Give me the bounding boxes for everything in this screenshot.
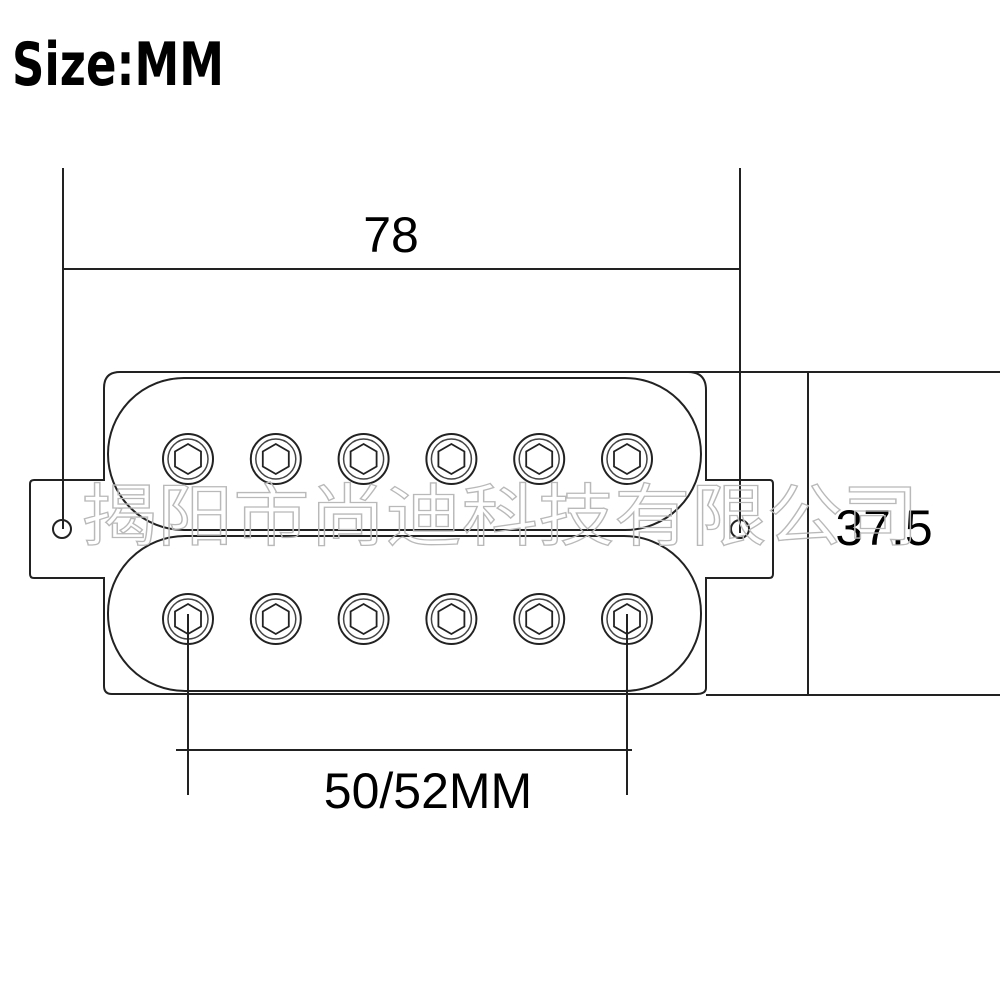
pole-piece-top-1 [162,433,214,485]
pole-piece-bottom-4 [425,593,478,645]
mounting-plate [29,371,774,695]
pole-row-top [162,433,653,485]
pole-piece-top-6 [601,433,653,485]
company-watermark: 揭阳市尚迪科技有限公司 [81,478,919,557]
coil-top [107,377,702,531]
width-dimension [62,168,741,533]
pole-piece-top-5 [513,433,566,485]
pole-piece-top-3 [337,433,390,485]
pole-piece-bottom-2 [249,593,302,645]
height-label: 37.5 [835,500,932,556]
pickup-side-view [640,371,1000,696]
title: Size:MM [12,30,224,100]
width-label: 78 [363,207,419,263]
pole-piece-bottom-3 [337,593,390,645]
pole-piece-bottom-5 [513,593,566,645]
coil-bottom [107,535,702,692]
pole-piece-top-4 [425,433,478,485]
pole-spacing-label: 50/52MM [324,763,532,819]
pole-spacing-dimension [176,614,632,795]
pole-piece-top-2 [249,433,302,485]
